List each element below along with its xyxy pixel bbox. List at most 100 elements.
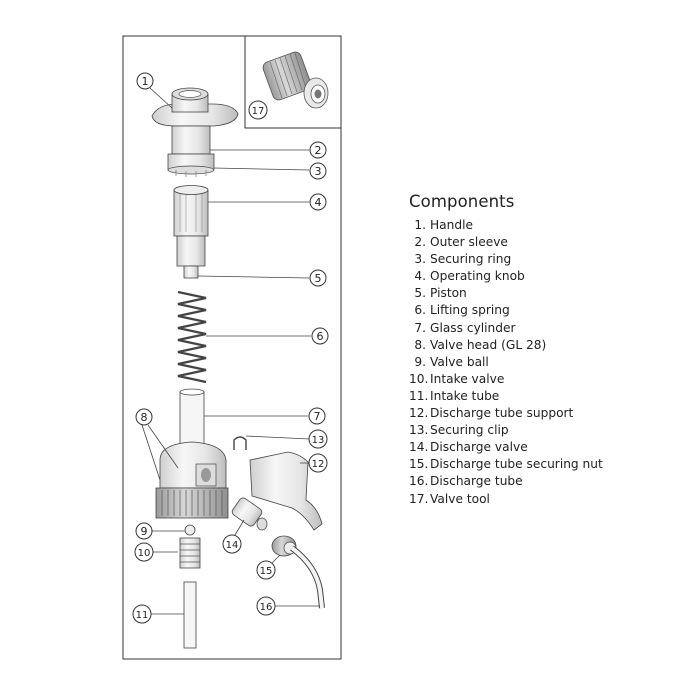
- list-item: 7. Glass cylinder: [409, 320, 689, 337]
- item-number: 13.: [409, 423, 429, 438]
- callout-10-label: 10: [138, 548, 151, 559]
- item-number: 12.: [409, 406, 429, 421]
- callout-8-label: 8: [141, 411, 148, 424]
- item-label: Discharge valve: [430, 440, 528, 455]
- item-label: Securing ring: [430, 252, 512, 267]
- callout-15: 15: [256, 560, 276, 580]
- discharge-valve-part: [231, 497, 268, 531]
- item-number: 9.: [414, 354, 426, 369]
- list-item: 17.Valve tool: [409, 491, 689, 508]
- callout-7-label: 7: [314, 410, 321, 423]
- callout-3: 3: [309, 162, 327, 180]
- item-number: 10.: [409, 371, 429, 386]
- item-label: Outer sleeve: [430, 235, 508, 250]
- callout-10: 10: [134, 542, 154, 562]
- valve-tool-part: [262, 51, 329, 109]
- callout-16-label: 16: [260, 602, 273, 613]
- item-label: Valve tool: [430, 491, 490, 506]
- discharge-tube-part: [290, 545, 325, 609]
- item-number: 16.: [409, 474, 429, 489]
- list-item: 6. Lifting spring: [409, 302, 689, 319]
- callout-2: 2: [309, 141, 327, 159]
- callout-4: 4: [309, 193, 327, 211]
- list-item: 10.Intake valve: [409, 371, 689, 388]
- securing-ring-part: [167, 153, 215, 177]
- list-item: 13.Securing clip: [409, 422, 689, 439]
- item-number: 3.: [414, 252, 426, 267]
- intake-tube-part: [183, 581, 197, 649]
- item-label: Discharge tube: [430, 474, 523, 489]
- callout-13-label: 13: [312, 435, 325, 446]
- discharge-tube-securing-nut-part: [271, 535, 297, 557]
- components-legend: Components 1.Handle 2.Outer sleeve 3.Sec…: [409, 192, 689, 508]
- callout-2-label: 2: [315, 144, 322, 157]
- piston-part: [176, 235, 206, 279]
- list-item: 15.Discharge tube securing nut: [409, 456, 689, 473]
- callout-17: 17: [248, 100, 268, 120]
- list-item: 9. Valve ball: [409, 354, 689, 371]
- securing-clip-part: [233, 436, 247, 450]
- callout-5: 5: [309, 269, 327, 287]
- item-label: Discharge tube support: [430, 406, 574, 421]
- item-number: 6.: [414, 303, 426, 318]
- item-number: 4.: [414, 269, 426, 284]
- item-label: Intake valve: [430, 371, 505, 386]
- list-item: 2. Outer sleeve: [409, 234, 689, 251]
- item-label: Handle: [430, 218, 473, 232]
- callout-17-label: 17: [252, 106, 265, 117]
- list-item: 14.Discharge valve: [409, 439, 689, 456]
- item-number: 5.: [414, 286, 426, 301]
- intake-valve-part: [179, 537, 201, 569]
- item-number: 17.: [409, 491, 429, 506]
- item-label: Valve head (GL 28): [430, 337, 547, 352]
- operating-knob-part: [173, 185, 209, 237]
- diagram-frame: [122, 35, 342, 660]
- valve-ball-part: [184, 524, 196, 536]
- callout-12-label: 12: [312, 459, 325, 470]
- callout-11: 11: [132, 604, 152, 624]
- callout-9: 9: [135, 522, 153, 540]
- item-number: 11.: [409, 388, 429, 403]
- item-number: 14.: [409, 440, 429, 455]
- callout-14-label: 14: [226, 540, 239, 551]
- item-number: 2.: [414, 235, 426, 250]
- glass-cylinder-part: [179, 388, 205, 445]
- callout-1-label: 1: [142, 75, 149, 88]
- list-item: 1. Handle: [409, 217, 689, 234]
- callout-4-label: 4: [315, 196, 322, 209]
- callout-8: 8: [135, 408, 153, 426]
- callout-14: 14: [222, 534, 242, 554]
- item-label: Intake tube: [430, 388, 500, 403]
- item-number: 7.: [414, 320, 426, 335]
- callout-3-label: 3: [315, 165, 322, 178]
- callout-1: 1: [136, 72, 154, 90]
- item-label: Operating knob: [430, 269, 525, 284]
- list-item: 16.Discharge tube: [409, 473, 689, 490]
- discharge-tube-support-part: [249, 451, 323, 531]
- valve-head-part: [155, 441, 229, 519]
- callout-13: 13: [308, 429, 328, 449]
- item-number: 15.: [409, 457, 429, 472]
- list-item: 11.Intake tube: [409, 388, 689, 405]
- callout-9-label: 9: [141, 525, 148, 538]
- list-item: 3. Securing ring: [409, 251, 689, 268]
- handle-part: [151, 87, 239, 127]
- callout-7: 7: [308, 407, 326, 425]
- callout-5-label: 5: [315, 272, 322, 285]
- list-item: 4. Operating knob: [409, 268, 689, 285]
- leader-lines: [141, 87, 320, 615]
- item-number: 8.: [414, 337, 426, 352]
- components-list: 1.Handle 2.Outer sleeve 3.Securing ring …: [409, 217, 689, 508]
- lifting-spring-part: [177, 290, 207, 384]
- list-item: 8. Valve head (GL 28): [409, 337, 689, 354]
- item-number: 1.: [414, 218, 426, 232]
- list-item: 5.Piston: [409, 285, 689, 302]
- callout-16: 16: [256, 596, 276, 616]
- callout-6: 6: [311, 327, 329, 345]
- item-label: Glass cylinder: [430, 320, 516, 335]
- item-label: Lifting spring: [430, 303, 510, 318]
- item-label: Securing clip: [430, 423, 509, 438]
- item-label: Valve ball: [430, 354, 489, 369]
- item-label: Discharge tube securing nut: [430, 457, 603, 472]
